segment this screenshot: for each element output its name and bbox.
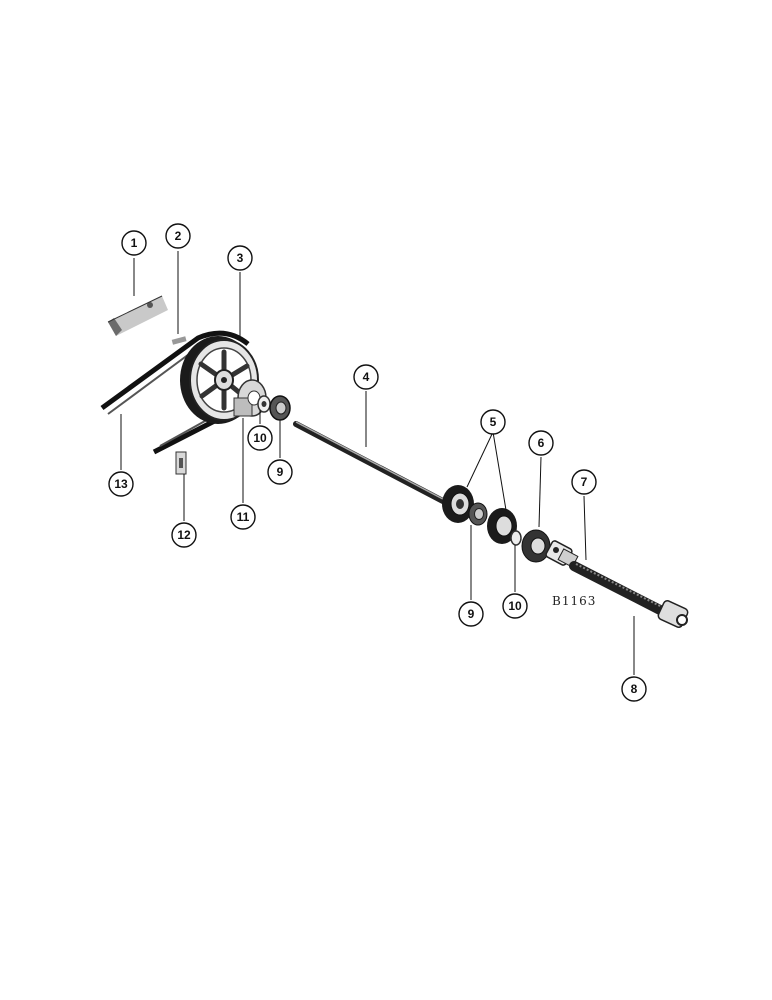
callout-7: 7 — [571, 469, 597, 495]
bracket-part — [107, 295, 168, 336]
callout-9-left: 9 — [267, 459, 293, 485]
callout-label: 10 — [508, 599, 522, 613]
callout-label: 11 — [237, 510, 250, 524]
bearing-part — [269, 395, 291, 421]
shaft-part — [293, 421, 463, 513]
callout-12: 12 — [171, 522, 197, 548]
leader-lines — [120, 251, 635, 675]
drive-shaft-part — [569, 561, 689, 628]
callout-11: 11 — [230, 504, 256, 530]
callout-1: 1 — [121, 230, 147, 256]
flange-part — [442, 485, 474, 523]
callout-label: 5 — [490, 415, 497, 429]
callout-13: 13 — [108, 471, 134, 497]
key-part — [171, 336, 187, 345]
callout-label: 12 — [177, 528, 191, 542]
callout-label: 9 — [277, 465, 284, 479]
callout-label: 8 — [631, 682, 638, 696]
callout-10-left: 10 — [247, 425, 273, 451]
callout-label: 10 — [253, 431, 267, 445]
callout-label: 1 — [131, 236, 138, 250]
washer-part — [257, 395, 271, 413]
flange-part — [487, 508, 517, 544]
callout-5: 5 — [480, 409, 506, 435]
callout-6: 6 — [528, 430, 554, 456]
belt-guide-part — [175, 451, 187, 475]
callout-label: 6 — [538, 436, 545, 450]
parts-drawing — [100, 295, 689, 628]
callout-label: 9 — [468, 607, 475, 621]
callout-label: 4 — [363, 370, 370, 384]
washer-part — [510, 530, 522, 546]
callout-9-right: 9 — [458, 601, 484, 627]
callout-4: 4 — [353, 364, 379, 390]
figure-code: B1163 — [552, 594, 596, 608]
callout-3: 3 — [227, 245, 253, 271]
callout-label: 7 — [581, 475, 588, 489]
callout-10-right: 10 — [502, 593, 528, 619]
collar-part — [521, 529, 551, 563]
callout-label: 13 — [114, 477, 128, 491]
callout-label: 2 — [175, 229, 182, 243]
bearing-part — [468, 502, 488, 526]
callout-label: 3 — [237, 251, 244, 265]
callout-8: 8 — [621, 676, 647, 702]
callout-2: 2 — [165, 223, 191, 249]
